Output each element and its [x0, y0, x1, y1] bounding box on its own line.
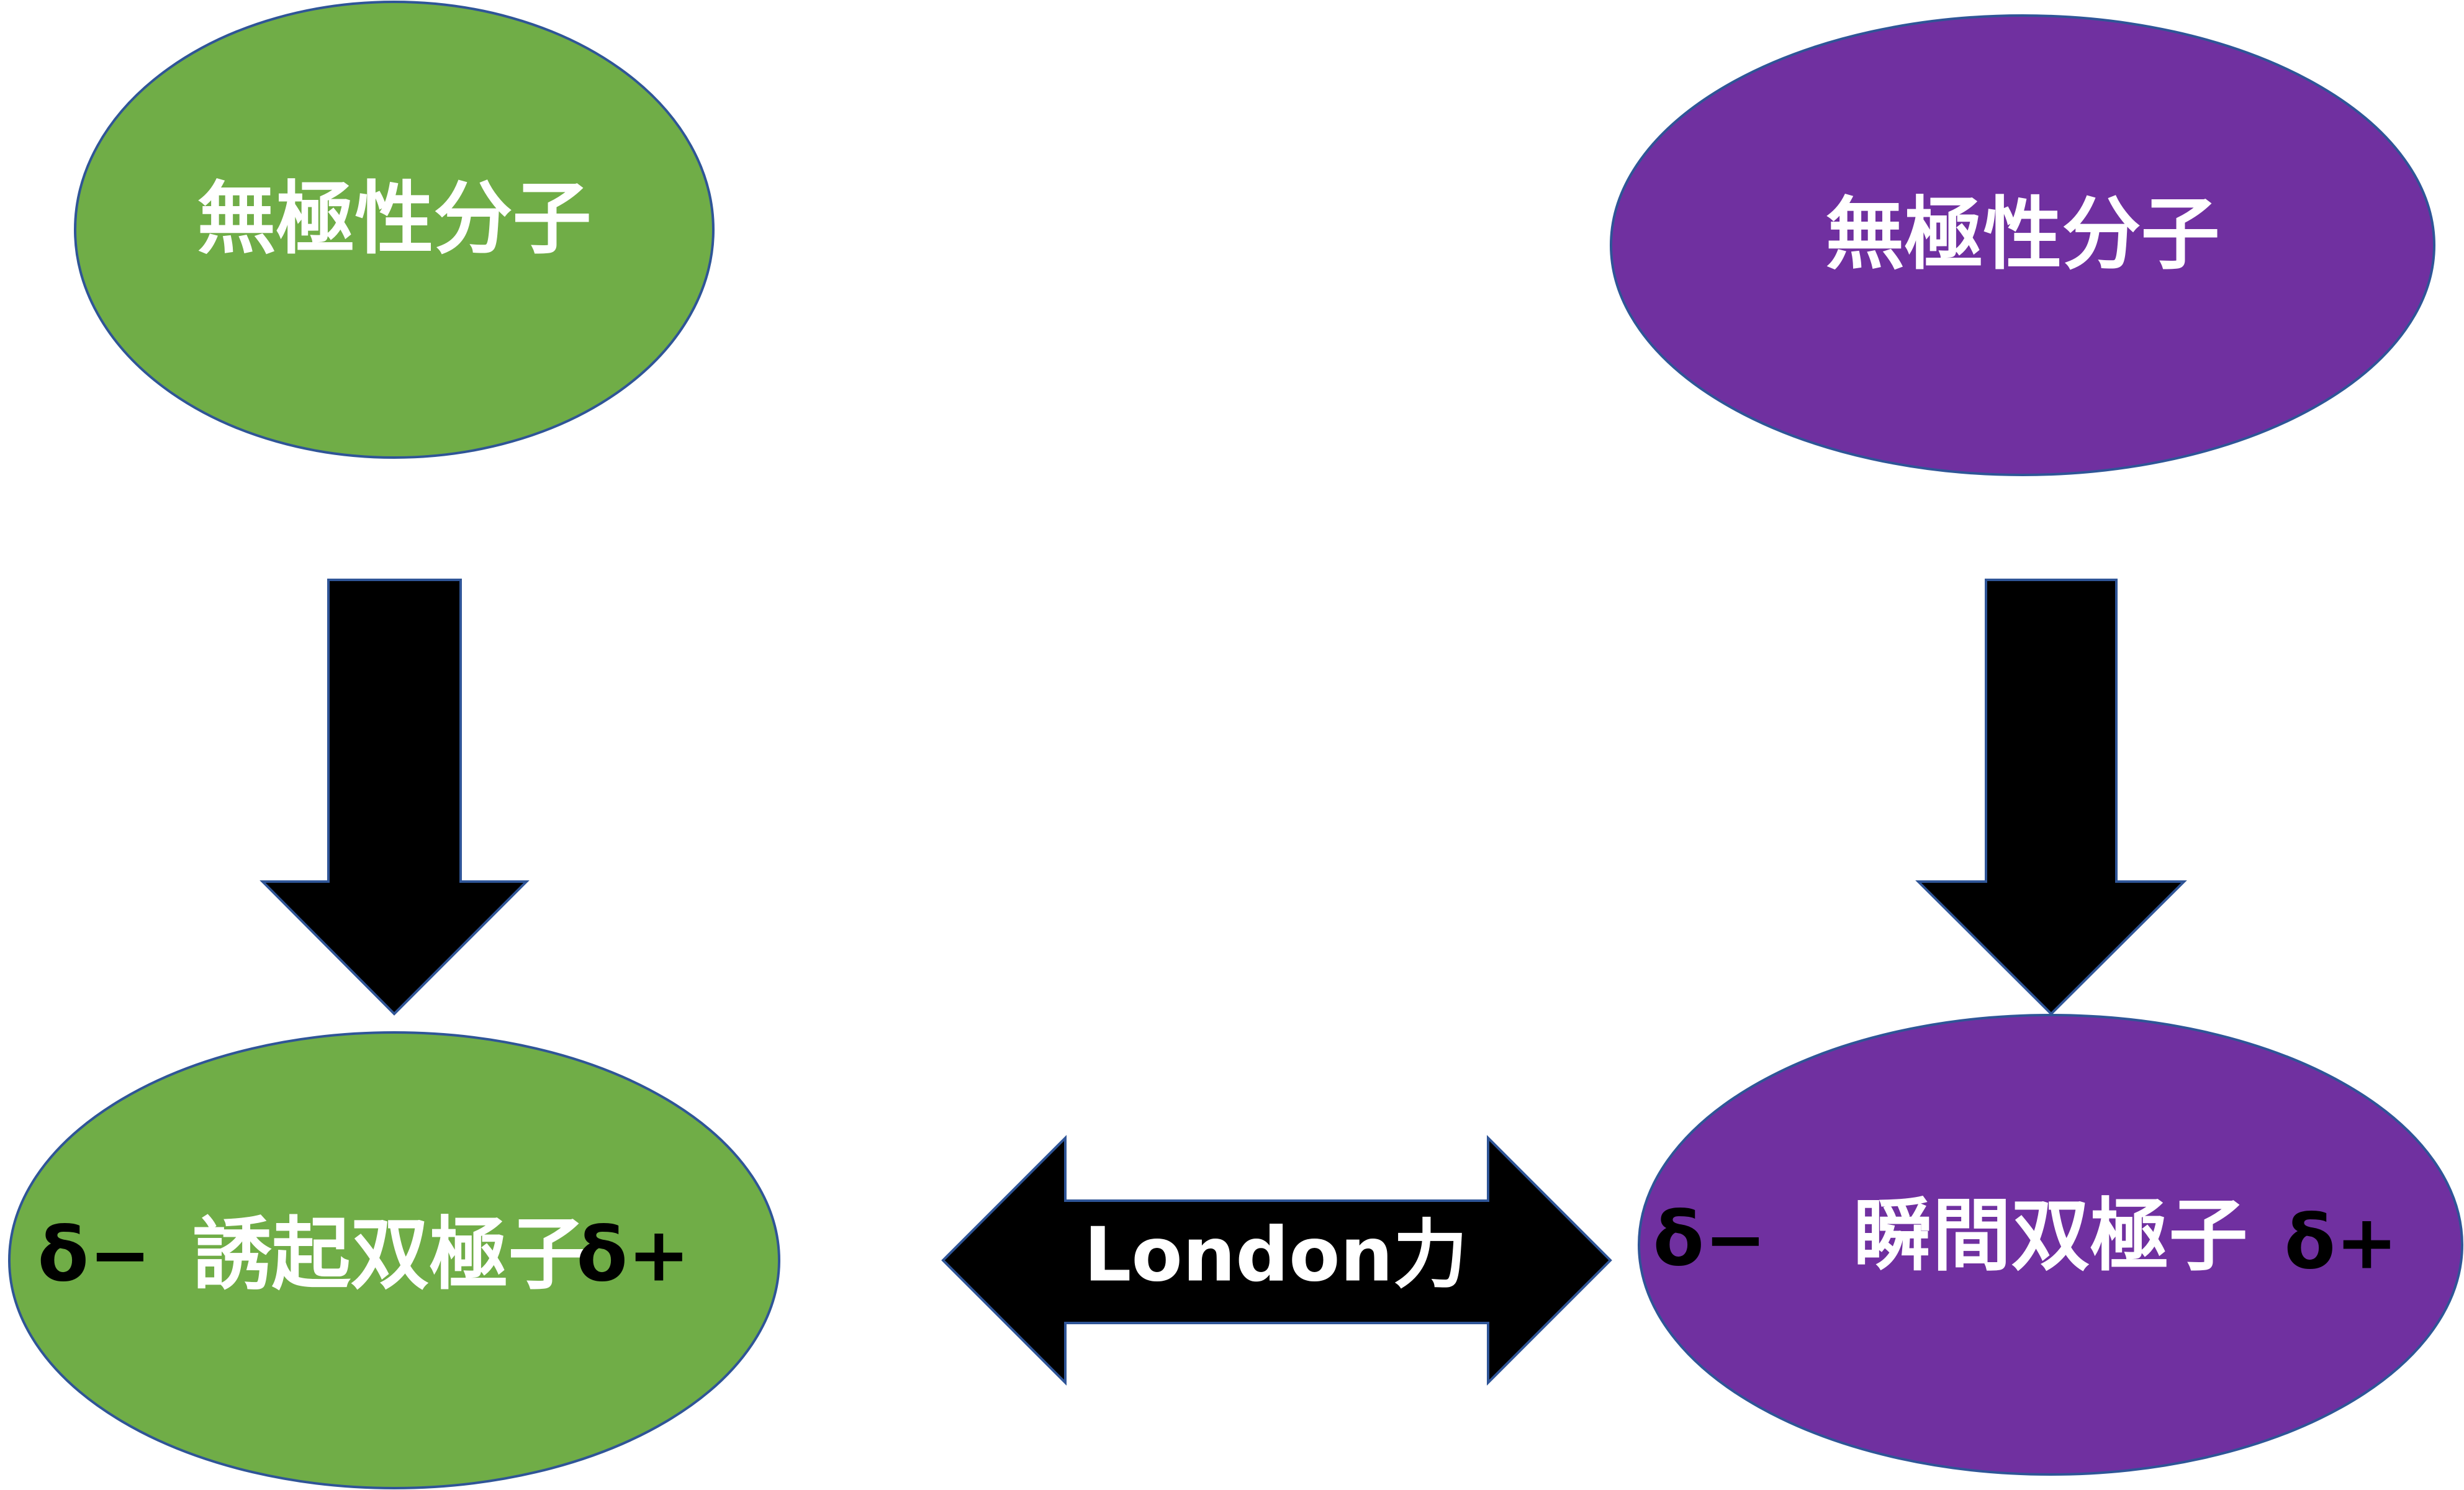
- nonpolar-molecule-right: [1610, 14, 2435, 476]
- induced-dipole-delta-plus: δ+: [577, 1212, 690, 1299]
- down-arrow-right: [1915, 579, 2187, 1016]
- instantaneous-dipole: [1638, 1014, 2463, 1476]
- induced-dipole-delta-minus: δ−: [38, 1212, 151, 1299]
- nonpolar-molecule-left-label: 無極性分子: [197, 173, 591, 265]
- instantaneous-dipole-delta-plus: δ+: [2285, 1200, 2398, 1286]
- london-force-double-arrow: [941, 1135, 1612, 1386]
- instantaneous-dipole-delta-minus: δ−: [1653, 1197, 1767, 1283]
- nonpolar-molecule-left: [74, 1, 715, 459]
- induced-dipole: [8, 1031, 780, 1489]
- london-force-label: London力: [1084, 1212, 1468, 1299]
- nonpolar-molecule-right-label: 無極性分子: [1825, 189, 2219, 281]
- instantaneous-dipole-label: 瞬間双極子: [1853, 1190, 2247, 1282]
- down-arrow-left: [259, 579, 530, 1016]
- induced-dipole-label: 誘起双極子: [192, 1209, 587, 1301]
